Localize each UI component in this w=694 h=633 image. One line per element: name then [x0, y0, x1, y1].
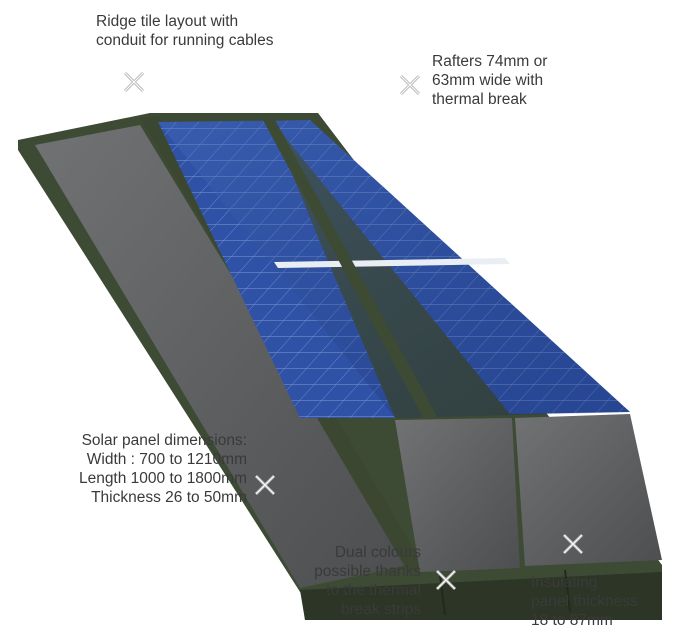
- dual-line-1: Dual colours: [334, 544, 421, 561]
- solar-line-4: Thickness 26 to 50mm: [91, 489, 247, 506]
- solar-line-3: Length 1000 to 1800mm: [78, 470, 247, 487]
- cross-marker-icon: [399, 74, 421, 96]
- insulating-line-2: panel thickness: [531, 593, 638, 610]
- dual-line-2: possible thanks: [314, 563, 421, 580]
- dual-colours-annotation: Dual colours possible thanks to the ther…: [314, 543, 421, 619]
- solar-line-1: Solar panel dimensions:: [81, 432, 247, 449]
- rafters-annotation: Rafters 74mm or 63mm wide with thermal b…: [432, 52, 547, 109]
- base-lip: [300, 572, 662, 620]
- module-gap: [274, 258, 510, 268]
- ridge-annotation: Ridge tile layout with conduit for runni…: [96, 12, 274, 50]
- ridge-line-2: conduit for running cables: [96, 32, 274, 49]
- insulating-annotation: Insulating panel thickness 18 to 87mm: [531, 573, 638, 630]
- plain-panel: [35, 125, 408, 588]
- lower-panel-right: [515, 414, 662, 566]
- dual-line-4: break strips: [340, 601, 421, 618]
- solar-panel-annotation: Solar panel dimensions: Width : 700 to 1…: [79, 431, 247, 507]
- ridge-line-1: Ridge tile layout with: [96, 13, 239, 30]
- solar-field: [158, 120, 630, 418]
- insulating-line-1: Insulating: [531, 574, 598, 591]
- cross-marker-icon: [254, 474, 276, 496]
- rafters-line-3: thermal break: [432, 91, 527, 108]
- dual-line-3: to the thermal: [326, 582, 421, 599]
- cross-marker-icon: [562, 533, 584, 555]
- rafters-line-2: 63mm wide with: [432, 72, 544, 89]
- cross-marker-icon: [123, 71, 145, 93]
- lower-panel-left: [395, 418, 520, 572]
- solar-line-2: Width : 700 to 1210mm: [86, 451, 247, 468]
- rafters-line-1: Rafters 74mm or: [432, 53, 548, 70]
- insulating-line-3: 18 to 87mm: [531, 612, 613, 629]
- cross-marker-icon: [435, 569, 457, 591]
